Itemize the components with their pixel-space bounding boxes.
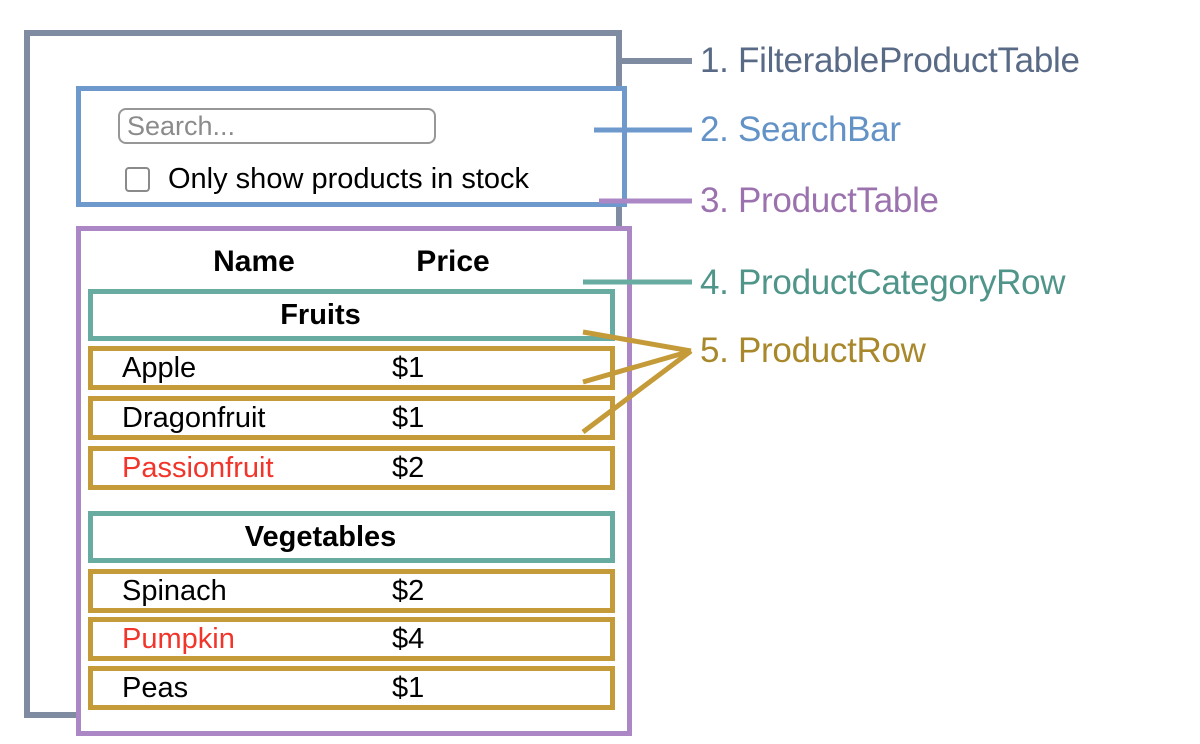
product-table-box: Name Price Fruits Apple $1 Dragonfruit $…: [76, 226, 632, 736]
product-row-pumpkin: Pumpkin $4: [88, 617, 615, 661]
label-product-row: 5. ProductRow: [700, 331, 926, 370]
search-input[interactable]: [118, 108, 436, 144]
product-name-out-of-stock: Pumpkin: [122, 622, 235, 655]
category-label: Fruits: [280, 298, 361, 331]
stock-filter-row: Only show products in stock: [125, 163, 529, 195]
column-header-price: Price: [416, 245, 490, 278]
product-category-row-fruits: Fruits: [88, 289, 615, 341]
product-category-row-vegetables: Vegetables: [88, 511, 615, 563]
product-name-out-of-stock: Passionfruit: [122, 451, 274, 484]
product-name: Peas: [122, 671, 189, 704]
product-price: $1: [392, 671, 425, 704]
product-row-apple: Apple $1: [88, 346, 615, 390]
product-name: Spinach: [122, 574, 227, 607]
product-name: Dragonfruit: [122, 401, 266, 434]
product-price: $2: [392, 574, 425, 607]
product-row-peas: Peas $1: [88, 666, 615, 710]
product-name: Apple: [122, 351, 197, 384]
product-row-spinach: Spinach $2: [88, 569, 615, 613]
product-price: $2: [392, 451, 425, 484]
label-search-bar: 2. SearchBar: [700, 110, 901, 149]
product-row-passionfruit: Passionfruit $2: [88, 446, 615, 490]
search-bar-box: Only show products in stock: [76, 86, 627, 207]
product-price: $4: [392, 622, 425, 655]
filterable-product-table-box: Only show products in stock Name Price F…: [24, 30, 632, 736]
label-filterable-product-table: 1. FilterableProductTable: [700, 41, 1080, 80]
category-label: Vegetables: [244, 520, 397, 553]
product-price: $1: [392, 401, 425, 434]
only-in-stock-checkbox[interactable]: [125, 166, 150, 192]
label-product-category-row: 4. ProductCategoryRow: [700, 263, 1066, 302]
product-price: $1: [392, 351, 425, 384]
label-product-table: 3. ProductTable: [700, 181, 939, 220]
column-header-name: Name: [213, 245, 295, 278]
only-in-stock-label: Only show products in stock: [168, 162, 530, 195]
product-row-dragonfruit: Dragonfruit $1: [88, 396, 615, 440]
